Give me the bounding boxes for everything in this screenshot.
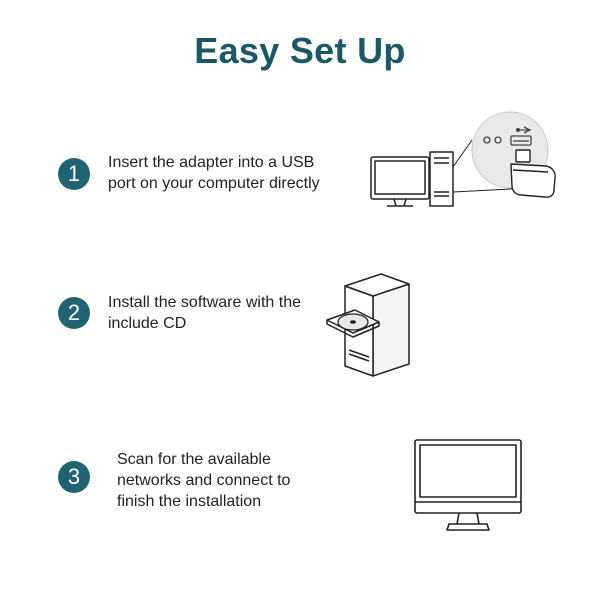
- step-3-text: Scan for the available networks and conn…: [117, 449, 290, 512]
- step-2-text: Install the software with the include CD: [108, 292, 301, 334]
- step-2-badge: 2: [58, 297, 90, 329]
- computer-cd-drive-illustration: [326, 273, 410, 377]
- monitor-illustration: [414, 439, 522, 531]
- tower-icon: [429, 151, 454, 207]
- computer-usb-adapter-illustration: [370, 111, 556, 207]
- step-3-badge: 3: [58, 461, 90, 493]
- step-3-line-3: finish the installation: [117, 493, 262, 510]
- usb-adapter-icon: [510, 149, 556, 198]
- step-3-line-1: Scan for the available: [117, 451, 271, 468]
- page-title: Easy Set Up: [194, 30, 406, 71]
- step-1-text: Insert the adapter into a USB port on yo…: [108, 152, 320, 194]
- step-2-line-2: include CD: [108, 315, 187, 332]
- monitor-icon: [370, 156, 430, 207]
- step-1-line-1: Insert the adapter into a USB: [108, 154, 315, 171]
- step-3-line-2: networks and connect to: [117, 472, 291, 489]
- step-1-badge: 1: [58, 158, 90, 190]
- step-2-line-1: Install the software with the: [108, 294, 301, 311]
- cd-disc-icon: [337, 313, 369, 331]
- step-1-line-2: port on your computer directly: [108, 175, 320, 192]
